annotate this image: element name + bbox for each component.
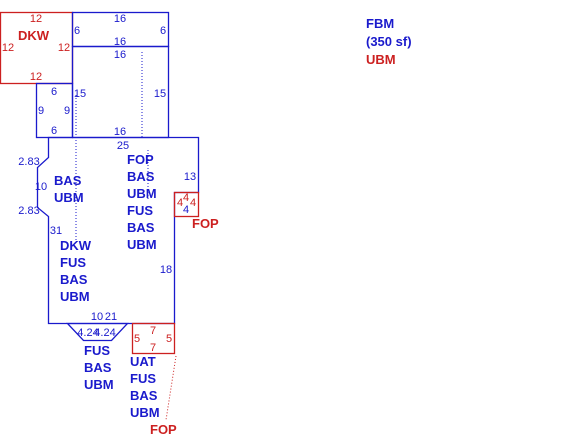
fop-small-dim-b: 4 [183, 192, 189, 204]
mid-top-dim: 16 [114, 49, 126, 61]
trap-dim-a: 4.24 [77, 327, 98, 339]
small-left-dim: 9 [38, 105, 44, 117]
dkw-top-dim: 12 [30, 13, 42, 25]
fop-small-rect [173, 191, 200, 218]
main-left-lower-dim: 2.83 [18, 205, 39, 217]
mid-bottom-dim: 16 [114, 126, 126, 138]
dkw-bottom-dim: 12 [30, 71, 42, 83]
top-left-dim: 6 [74, 25, 80, 37]
stack-trapezoid: FUS BAS UBM [84, 343, 114, 392]
main-left-mid-dim: 10 [35, 181, 47, 193]
dkw-left-dim: 12 [2, 42, 14, 54]
stack-label: FOP [127, 152, 154, 167]
main-top-dim: 25 [117, 140, 129, 152]
trap-dim-b: 4.24 [94, 327, 115, 339]
small-bottom-dim: 6 [51, 125, 57, 137]
stack-label: BAS [54, 173, 82, 188]
mid-left-dim: 15 [74, 88, 86, 100]
stack-label: UBM [60, 289, 90, 304]
stack-label: UBM [130, 405, 160, 420]
stack-label: UBM [127, 186, 157, 201]
br-right-dim: 5 [166, 333, 172, 345]
main-left-dim: 31 [50, 225, 62, 237]
stack-label: BAS [60, 272, 88, 287]
fop-bottom-label: FOP [150, 422, 177, 437]
stack-label: FUS [84, 343, 110, 358]
stack-label: BAS [130, 388, 158, 403]
dkw-label: DKW [18, 28, 50, 43]
br-top-dim: 7 [150, 325, 156, 337]
mid-right-dim: 15 [154, 88, 166, 100]
br-bottom-dim: 7 [150, 342, 156, 354]
legend-fbm: FBM [366, 16, 394, 31]
fop-small-dim-d: 4 [183, 204, 189, 216]
stack-left-lower: DKW FUS BAS UBM [60, 238, 92, 304]
br-left-dim: 5 [134, 333, 140, 345]
stack-label: DKW [60, 238, 92, 253]
bottom-right-rect [131, 322, 176, 355]
fop-right-label: FOP [192, 216, 219, 231]
stack-label: BAS [84, 360, 112, 375]
trapezoid [65, 322, 130, 342]
fop-leader-line [165, 355, 177, 421]
main-right-dim: 18 [160, 264, 172, 276]
stack-right: FOP BAS UBM FUS BAS UBM [127, 152, 157, 252]
small-top-dim: 6 [51, 86, 57, 98]
legend-area: (350 sf) [366, 34, 412, 49]
stack-label: UBM [84, 377, 114, 392]
fop-small-dim-a: 4 [177, 197, 183, 209]
main-left-upper-dim: 2.83 [18, 156, 39, 168]
main-right-upper-dim: 13 [184, 171, 196, 183]
stack-label: FUS [130, 371, 156, 386]
top-top-dim: 16 [114, 13, 126, 25]
small-right-dim: 9 [64, 105, 70, 117]
stack-bottom-right: UAT FUS BAS UBM [130, 354, 160, 420]
legend-ubm: UBM [366, 52, 396, 67]
stack-label: BAS [127, 169, 155, 184]
dkw-right-dim: 12 [58, 42, 70, 54]
stack-label: FUS [60, 255, 86, 270]
stack-left-upper: BAS UBM [54, 173, 84, 205]
main-polygon [36, 136, 200, 325]
stack-label: UAT [130, 354, 156, 369]
fop-small-dim-c: 4 [190, 197, 196, 209]
top-right-dim: 6 [160, 25, 166, 37]
legend: FBM (350 sf) UBM [366, 16, 412, 67]
main-bottom-dim-a: 10 [91, 311, 103, 323]
stack-label: FUS [127, 203, 153, 218]
main-bottom-dim-b: 21 [105, 311, 117, 323]
top-bottom-dim: 16 [114, 36, 126, 48]
stack-label: BAS [127, 220, 155, 235]
stack-label: UBM [127, 237, 157, 252]
stack-label: UBM [54, 190, 84, 205]
